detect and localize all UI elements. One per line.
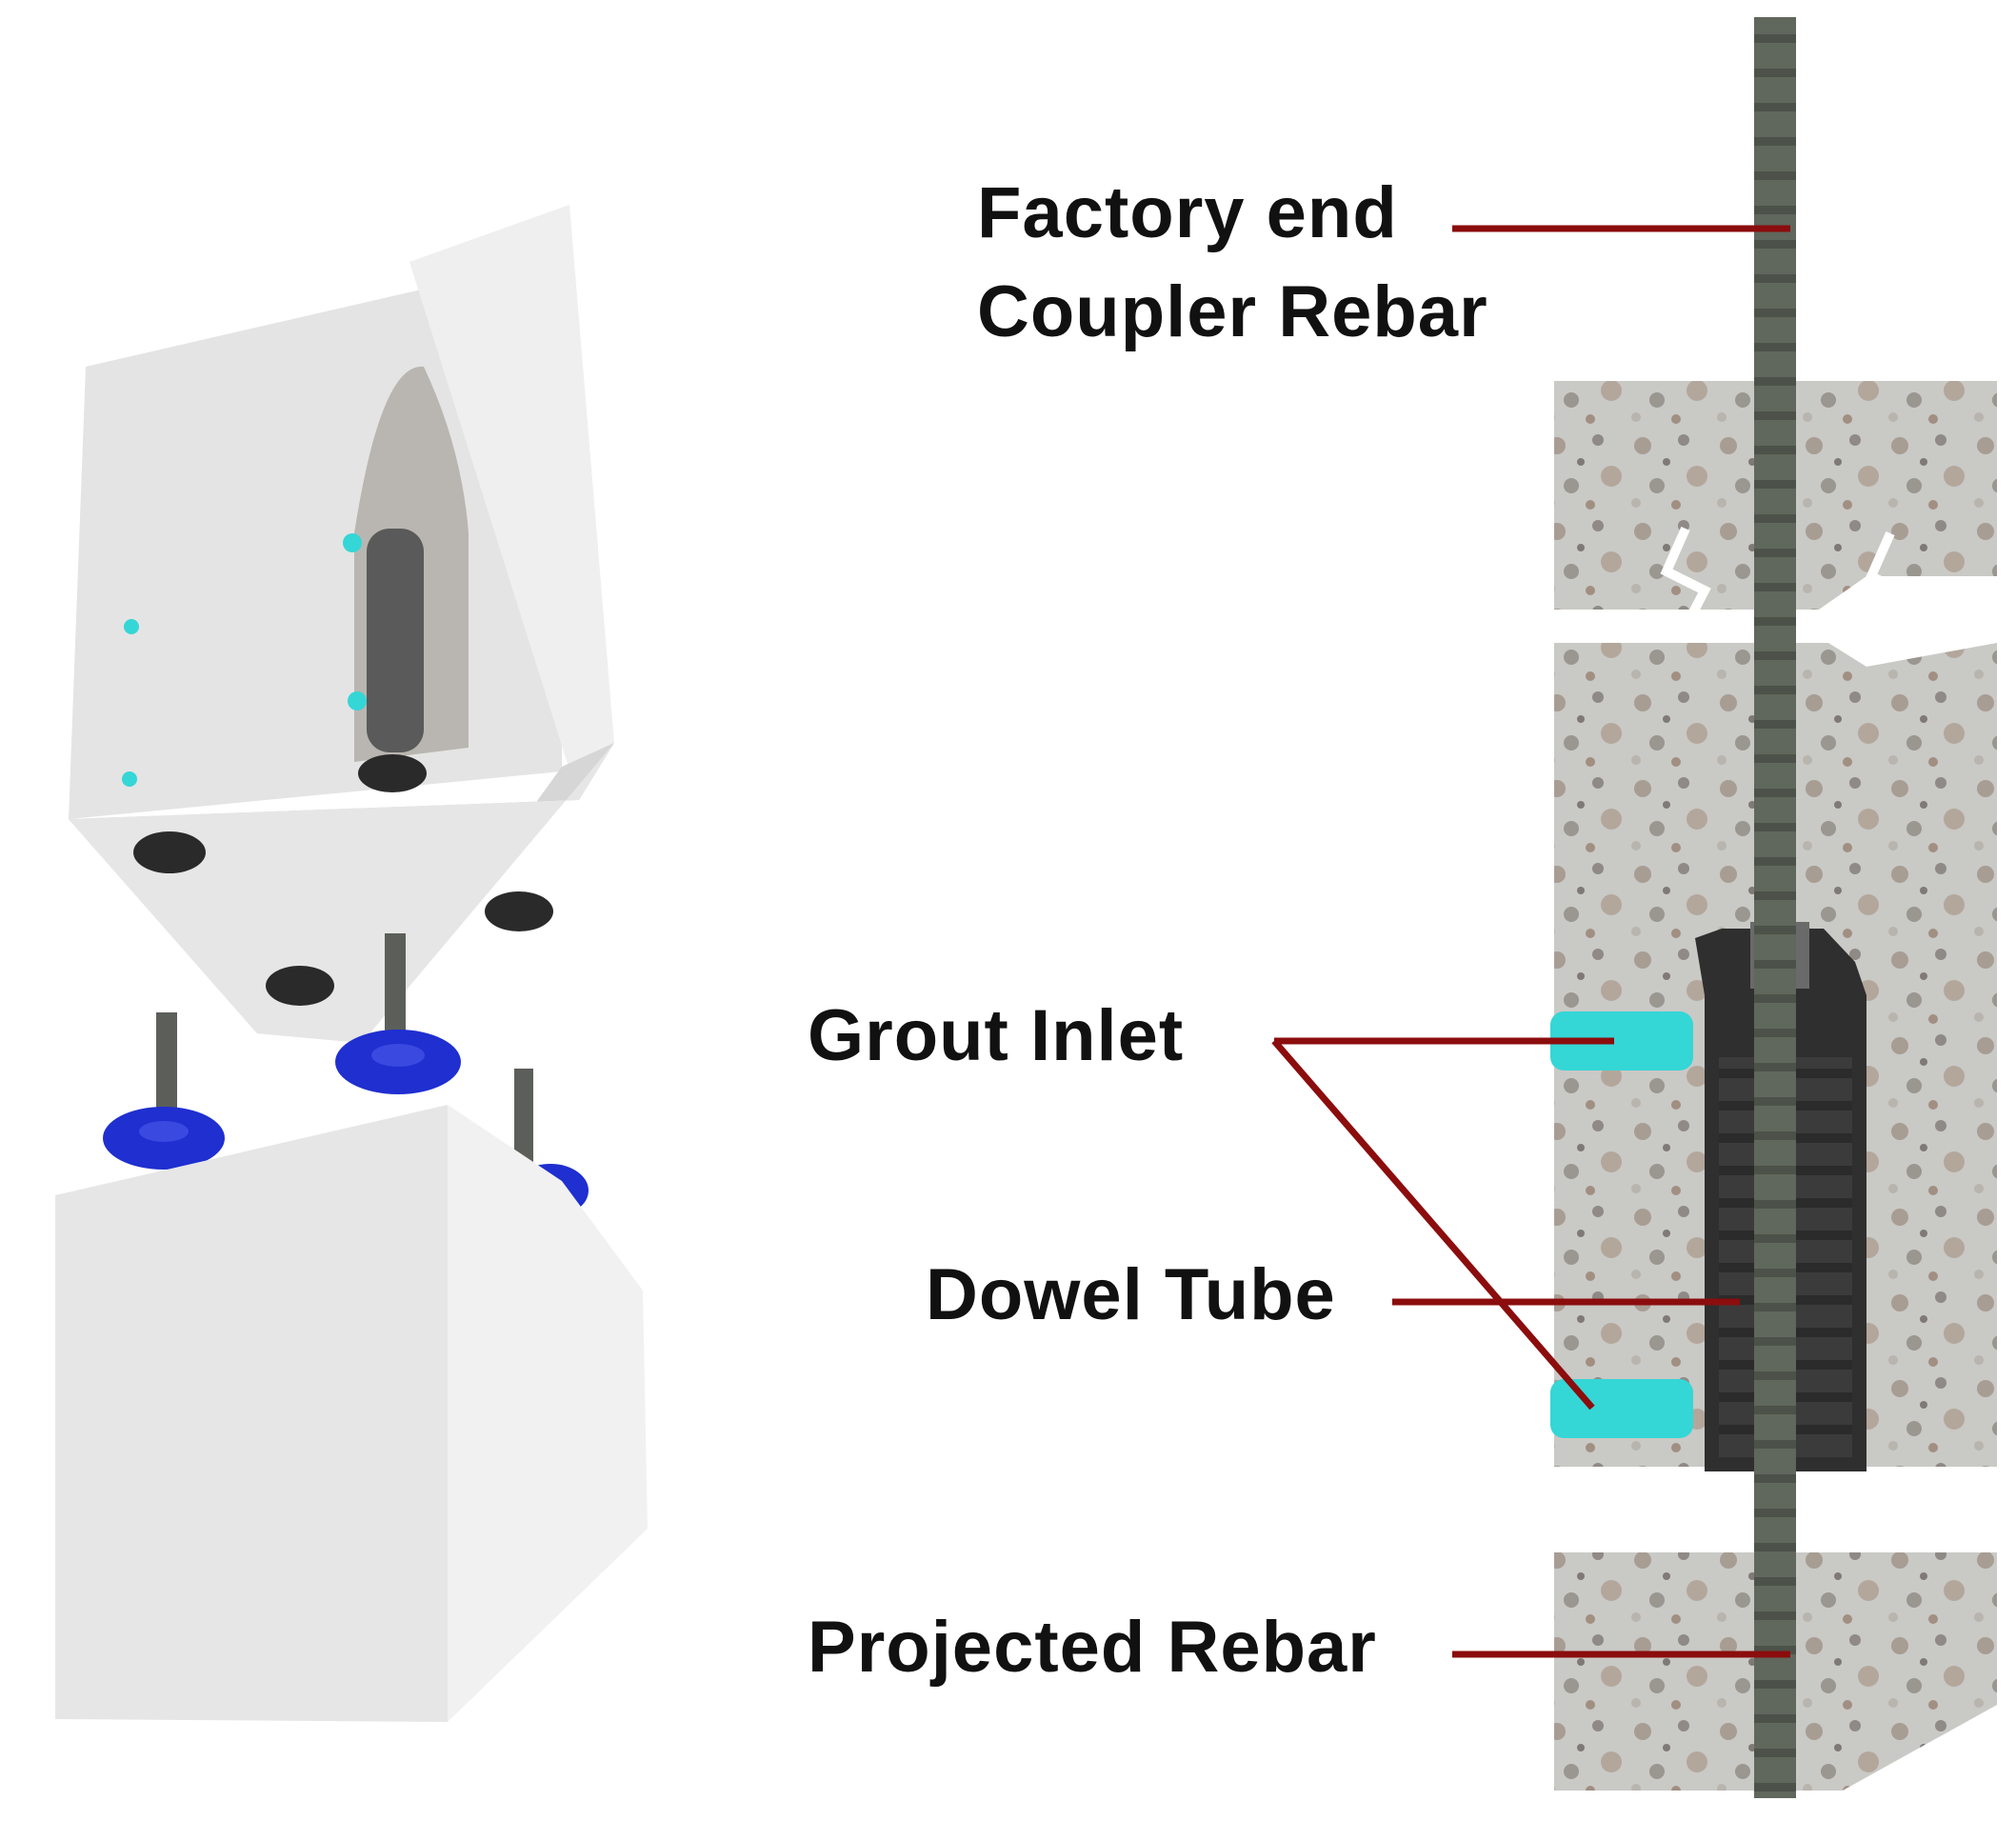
label-dowel-tube: Dowel Tube [926,1254,1336,1335]
leader-lines [1271,225,1790,1658]
grout-port-icon [124,619,139,634]
grout-port-icon [122,771,137,787]
grout-inlet-lower-icon [1550,1379,1693,1438]
precast-blocks-illustration [55,205,648,1722]
hole-icon [485,891,553,931]
rebar [1754,17,1796,1798]
projecting-rebars [156,933,533,1173]
label-grout-inlet: Grout Inlet [808,995,1185,1076]
hole-icon [358,754,427,792]
grout-inlet-upper-icon [1550,1011,1693,1071]
coupler-cross-section [1550,17,1997,1798]
label-factory-end: Factory end [977,172,1398,253]
upper-precast-block [69,205,614,1043]
break-mark-icon [1660,526,1711,639]
grout-port-icon [343,533,362,552]
blue-gaskets [103,1030,589,1217]
hole-icon [266,966,334,1006]
coupler-cutaway [367,529,424,752]
break-mark-icon [1865,530,1916,643]
grout-port-icon [348,691,367,710]
label-projected-rebar: Projected Rebar [808,1607,1377,1688]
label-coupler-rebar: Coupler Rebar [977,271,1488,352]
hole-icon [133,831,206,873]
lower-precast-block [55,1105,648,1722]
leader-grout-inlet-lower [1271,1038,1595,1411]
